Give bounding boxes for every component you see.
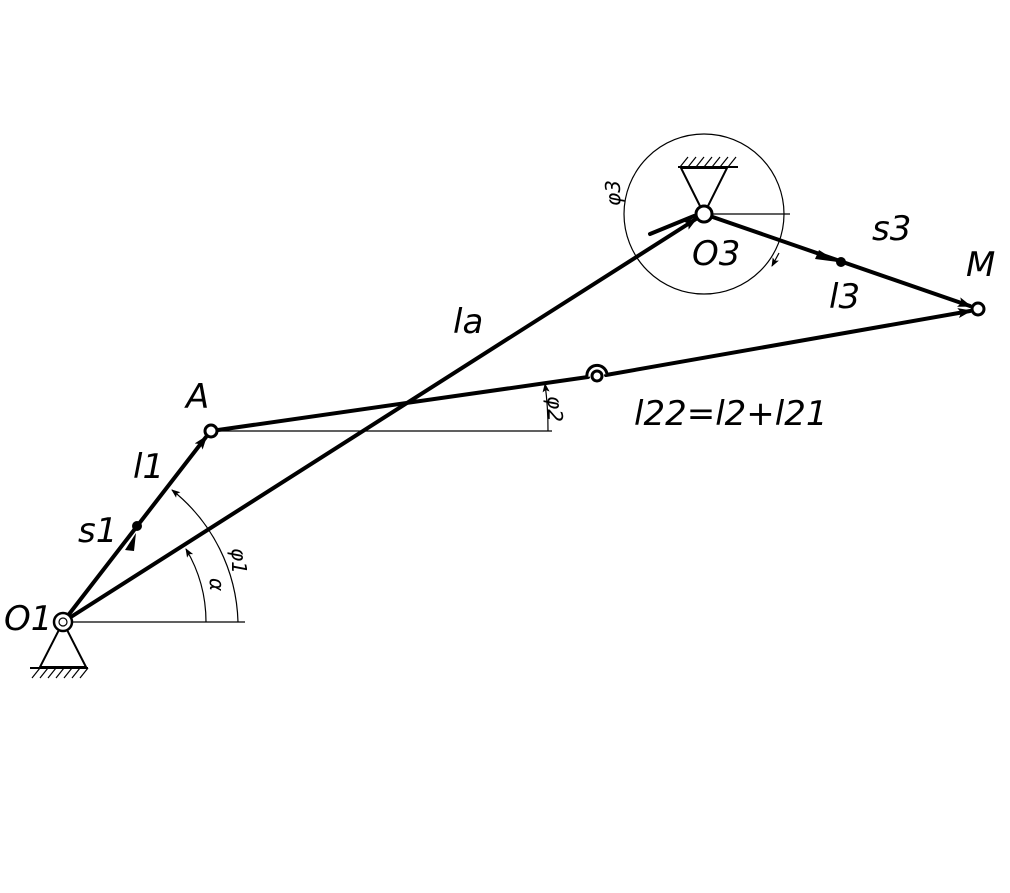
label-m: M <box>966 245 995 285</box>
label-l1: l1 <box>133 447 164 487</box>
o3-guide-stroke <box>648 214 696 236</box>
phi1-arc <box>171 489 239 623</box>
label-a: A <box>184 377 209 417</box>
joint-o3 <box>694 204 714 224</box>
label-l3: l3 <box>829 277 860 317</box>
joint-a <box>203 423 219 439</box>
joint-m <box>970 301 986 317</box>
joint-o1 <box>52 611 74 633</box>
link-l21 <box>604 308 972 377</box>
ground-support-o1 <box>30 619 89 679</box>
alpha-arc <box>185 548 207 623</box>
link-la <box>61 217 698 624</box>
s3-arrowhead <box>815 250 838 262</box>
label-phi2: φ2 <box>543 396 567 422</box>
link-l2 <box>209 375 590 433</box>
label-phi3: φ3 <box>601 180 625 206</box>
label-alpha: α <box>205 578 229 591</box>
phi3-arrow <box>771 252 780 267</box>
label-s1: s1 <box>78 511 117 551</box>
label-o1: O1 <box>4 599 52 639</box>
ground-support-o3 <box>678 156 738 217</box>
s1-arrowhead <box>125 533 136 551</box>
label-s3: s3 <box>872 209 911 249</box>
label-phi1: φ1 <box>227 548 251 574</box>
label-o3: O3 <box>692 234 740 274</box>
label-la: la <box>453 302 483 342</box>
joint-l2-l21 <box>585 363 609 383</box>
center-s3 <box>836 257 846 267</box>
center-s1 <box>132 521 142 531</box>
label-l22: l22=l2+l21 <box>634 394 827 434</box>
